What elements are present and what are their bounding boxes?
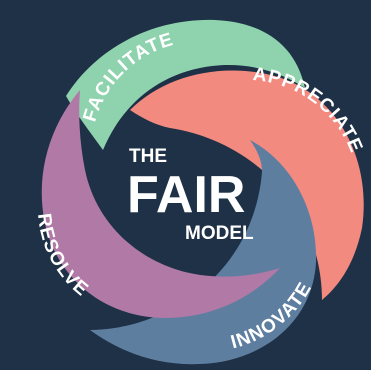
facilitate-segment [66, 19, 305, 150]
resolve-segment [41, 90, 280, 318]
title-fair: FAIR [127, 166, 245, 224]
innovate-segment [90, 140, 317, 365]
appreciate-segment [130, 70, 364, 300]
title-model: MODEL [185, 223, 254, 244]
title-the: THE [129, 146, 167, 167]
